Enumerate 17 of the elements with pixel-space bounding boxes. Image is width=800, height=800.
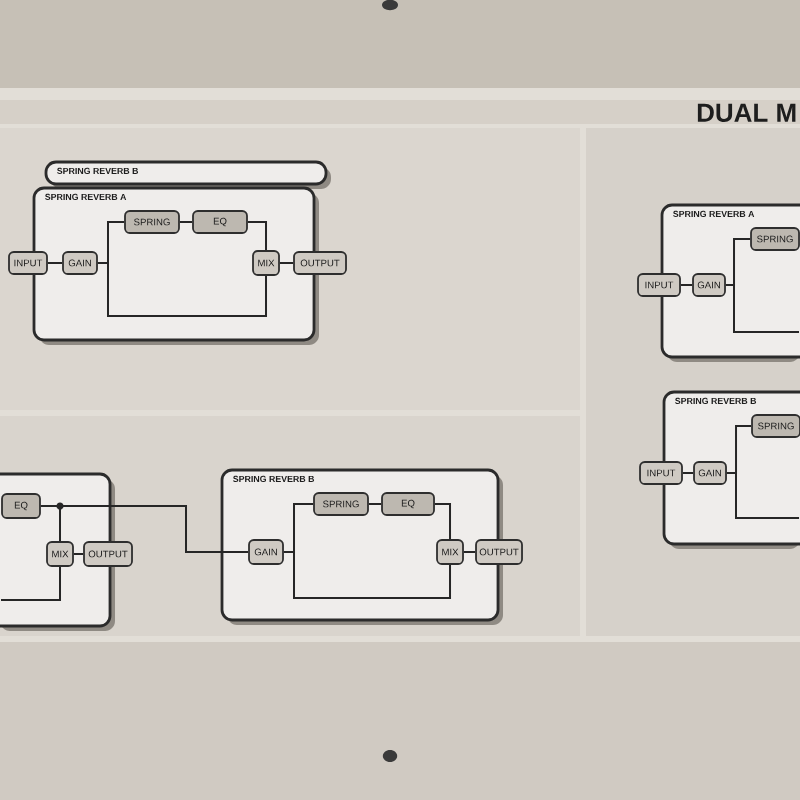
heading: DUAL M <box>697 103 796 122</box>
signal-line <box>72 553 85 555</box>
signal-line <box>725 472 800 519</box>
signal-line <box>96 262 267 317</box>
signal-line <box>462 551 477 553</box>
signal-line <box>39 505 250 553</box>
signal-line <box>282 551 451 599</box>
signal-line <box>0 565 61 601</box>
signal-line <box>724 284 800 333</box>
signal-line <box>46 262 64 264</box>
signal-line <box>679 284 694 286</box>
signal-line <box>278 262 295 264</box>
signal-line <box>246 221 267 252</box>
signal-line <box>367 503 383 505</box>
signal-line <box>681 472 695 474</box>
signal-line <box>433 503 451 541</box>
signal-line <box>178 221 194 223</box>
